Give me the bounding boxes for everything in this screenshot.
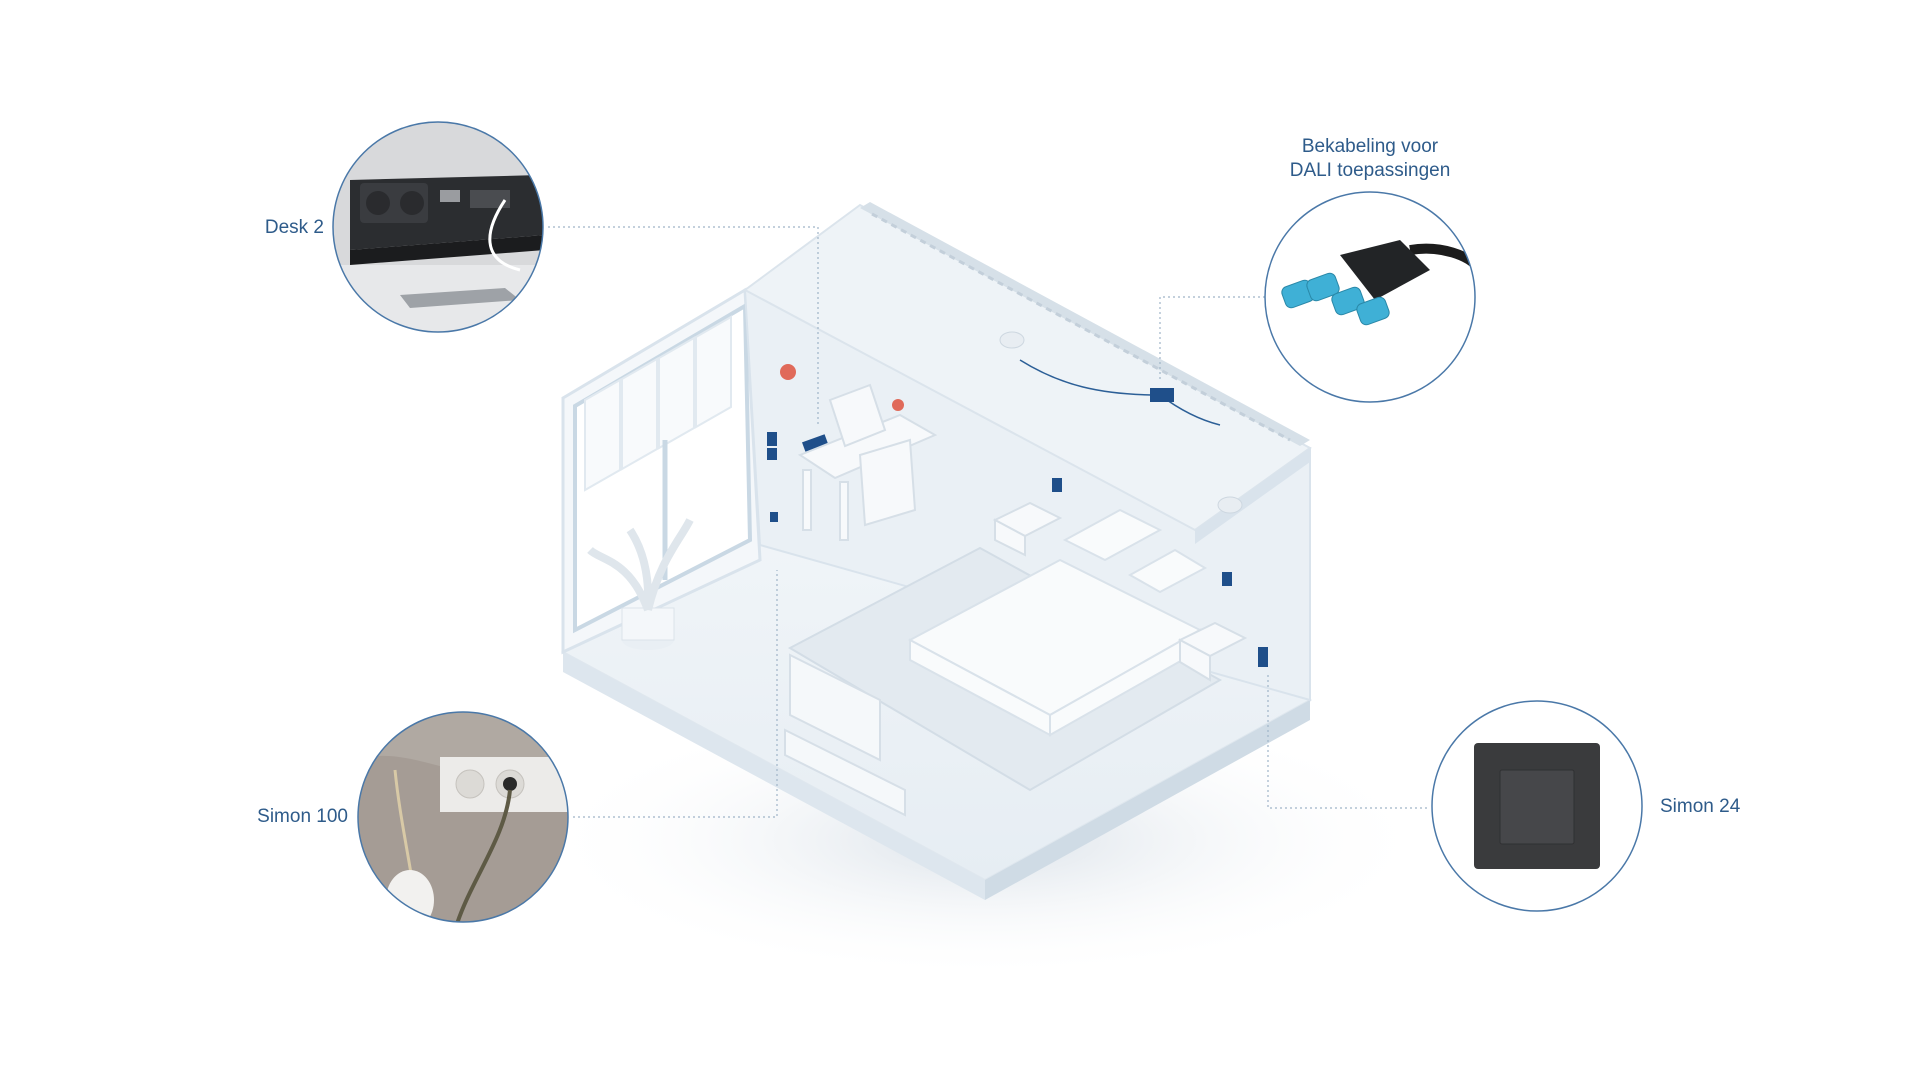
leader-lines (548, 226, 1427, 818)
dali-label[interactable]: Bekabeling voor DALI toepassingen (1250, 135, 1490, 183)
simon24-circle (1431, 700, 1643, 912)
dali-label-line1: Bekabeling voor (1301, 136, 1439, 157)
desk-furniture (797, 383, 938, 541)
dali-label-line2: DALI toepassingen (1289, 160, 1451, 181)
simon100-circle (357, 711, 569, 923)
plant (587, 518, 694, 650)
simon24-label[interactable]: Simon 24 (1660, 796, 1741, 817)
dali-circle (1264, 191, 1476, 403)
window-blinds (584, 315, 732, 492)
nightstands (992, 501, 1248, 682)
simon24-photo (1432, 701, 1642, 911)
left-wall (561, 287, 762, 655)
wall-devices (767, 432, 1268, 667)
simon100-label[interactable]: Simon 100 (257, 806, 348, 827)
ceiling-slab (743, 202, 1312, 544)
bed (907, 508, 1208, 737)
desk2-photo (333, 122, 543, 332)
dali-photo (1265, 192, 1475, 402)
desk2-label[interactable]: Desk 2 (264, 217, 324, 238)
dali-connector-small (1150, 388, 1174, 402)
lamp-red (780, 364, 796, 380)
desk2-circle (332, 121, 544, 333)
cup-red (892, 399, 904, 411)
tv-cabinet (784, 653, 906, 817)
simon100-photo (358, 712, 568, 922)
